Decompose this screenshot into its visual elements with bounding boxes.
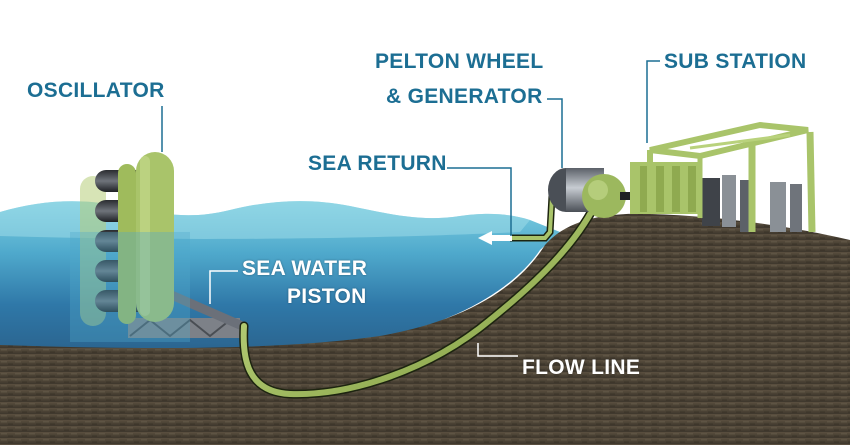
- sea-return-arrow: [478, 231, 512, 245]
- label-flow-line: FLOW LINE: [522, 356, 641, 379]
- sub-station: [647, 121, 816, 233]
- label-generator: & GENERATOR: [386, 85, 543, 108]
- label-pelton-wheel: PELTON WHEEL: [375, 50, 544, 73]
- label-oscillator: OSCILLATOR: [27, 79, 165, 102]
- label-piston: PISTON: [287, 285, 367, 308]
- label-sea-water: SEA WATER: [242, 257, 368, 280]
- label-sub-station: SUB STATION: [664, 50, 807, 73]
- leader-lines: [161, 60, 660, 357]
- oscillator: [70, 152, 190, 342]
- ground: [0, 213, 850, 445]
- label-sea-return: SEA RETURN: [308, 152, 447, 175]
- generator: [630, 162, 700, 214]
